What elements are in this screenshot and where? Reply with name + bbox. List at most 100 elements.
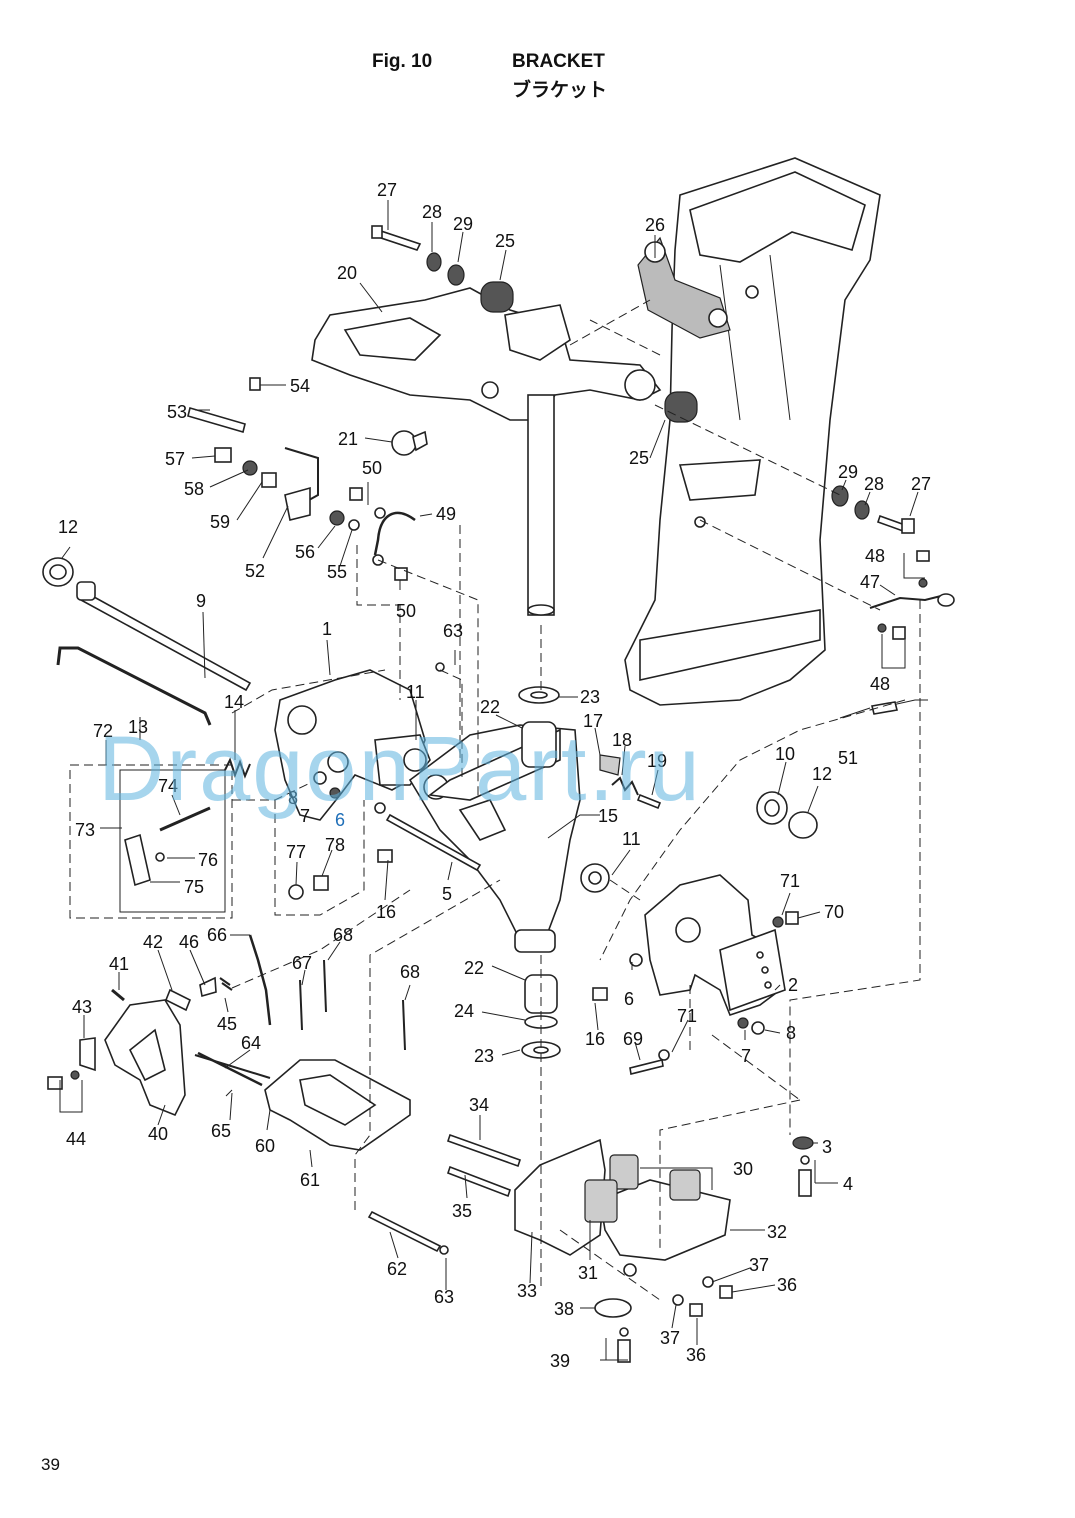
assembly-dashed-lines xyxy=(231,299,921,1301)
callout-30: 30 xyxy=(733,1159,753,1179)
cap-21 xyxy=(391,430,428,456)
callout-36a: 36 xyxy=(777,1275,797,1295)
grease-nipples-16 xyxy=(377,849,608,1001)
callout-65: 65 xyxy=(211,1121,231,1141)
callout-71b: 71 xyxy=(677,1006,697,1026)
callout-5: 5 xyxy=(442,884,452,904)
callout-23a: 23 xyxy=(580,687,600,707)
subassembly-box xyxy=(69,764,329,919)
callout-40: 40 xyxy=(148,1124,168,1144)
callout-44: 44 xyxy=(66,1129,86,1149)
callout-12b: 12 xyxy=(812,764,832,784)
tilt-lock-group xyxy=(47,976,233,1117)
callout-26: 26 xyxy=(645,215,665,235)
callout-70: 70 xyxy=(824,902,844,922)
page-number: 39 xyxy=(41,1455,60,1474)
lower-bushing-set xyxy=(521,974,561,1059)
callout-69: 69 xyxy=(623,1029,643,1049)
circlip-63 xyxy=(435,662,449,1255)
spring-14 xyxy=(224,757,251,779)
callout-20: 20 xyxy=(337,263,357,283)
callout-62: 62 xyxy=(387,1259,407,1279)
callout-23b: 23 xyxy=(474,1046,494,1066)
callout-49: 49 xyxy=(436,504,456,524)
callout-63a: 63 xyxy=(443,621,463,641)
callout-33: 33 xyxy=(517,1281,537,1301)
ground-wire-49-50 xyxy=(349,487,416,581)
tilt-rod xyxy=(56,646,212,726)
callout-78: 78 xyxy=(325,835,345,855)
callout-68a: 68 xyxy=(333,925,353,945)
parts-69-71 xyxy=(629,911,799,1075)
thrust-rod-group xyxy=(446,1133,733,1363)
callout-76: 76 xyxy=(198,850,218,870)
mount-bolt-set-top xyxy=(371,225,465,286)
callout-17: 17 xyxy=(583,711,603,731)
springs-67-68 xyxy=(248,934,406,1051)
steering-bracket xyxy=(311,287,662,616)
callout-48a: 48 xyxy=(865,546,885,566)
callout-74: 74 xyxy=(158,776,178,796)
callout-13: 13 xyxy=(128,717,148,737)
washer-bolt-3-4 xyxy=(792,1136,814,1197)
callout-1: 1 xyxy=(322,619,332,639)
callout-labels: 27 28 29 25 26 20 54 53 21 57 50 58 59 4… xyxy=(58,180,931,1371)
callout-11b: 11 xyxy=(622,829,641,849)
callout-55: 55 xyxy=(327,562,347,582)
callout-22a: 22 xyxy=(480,697,500,717)
callout-8a: 8 xyxy=(288,788,298,808)
callout-47: 47 xyxy=(860,572,880,592)
callout-53: 53 xyxy=(167,402,187,422)
callout-10: 10 xyxy=(775,744,795,764)
callout-51: 51 xyxy=(838,748,858,768)
callout-72: 72 xyxy=(93,721,113,741)
callout-27: 27 xyxy=(377,180,397,200)
mount-bolt-set-side xyxy=(831,485,915,534)
callout-2: 2 xyxy=(788,975,798,995)
callout-18: 18 xyxy=(612,730,632,750)
callout-50a: 50 xyxy=(362,458,382,478)
callout-16a: 16 xyxy=(376,902,396,922)
callout-46: 46 xyxy=(179,932,199,952)
callout-59: 59 xyxy=(210,512,230,532)
callout-37a: 37 xyxy=(749,1255,769,1275)
callout-38: 38 xyxy=(554,1299,574,1319)
callout-28: 28 xyxy=(422,202,442,222)
bolt-5 xyxy=(385,813,482,872)
callout-6b: 6 xyxy=(624,989,634,1009)
callout-27b: 27 xyxy=(911,474,931,494)
callout-19: 19 xyxy=(647,751,667,771)
clamp-bracket-left xyxy=(274,669,431,821)
clamp-bracket-right xyxy=(644,874,786,1016)
callout-75: 75 xyxy=(184,877,204,897)
callout-73: 73 xyxy=(75,820,95,840)
callout-66: 66 xyxy=(207,925,227,945)
callout-41: 41 xyxy=(109,954,129,974)
bushing-11 xyxy=(580,863,610,893)
ground-cable xyxy=(869,699,928,715)
callout-43: 43 xyxy=(72,997,92,1017)
callout-77: 77 xyxy=(286,842,306,862)
callout-45: 45 xyxy=(217,1014,237,1034)
callout-14: 14 xyxy=(224,692,244,712)
callout-24: 24 xyxy=(454,1001,474,1021)
tilt-lever-group xyxy=(187,377,360,531)
callout-60: 60 xyxy=(255,1136,275,1156)
callout-39: 39 xyxy=(550,1351,570,1371)
callout-68b: 68 xyxy=(400,962,420,982)
callout-25: 25 xyxy=(495,231,515,251)
callout-64: 64 xyxy=(241,1033,261,1053)
callout-4: 4 xyxy=(843,1174,853,1194)
rod-62 xyxy=(367,1210,442,1253)
callout-34: 34 xyxy=(469,1095,489,1115)
through-tube xyxy=(76,581,252,692)
callout-8b: 8 xyxy=(786,1023,796,1043)
callout-32: 32 xyxy=(767,1222,787,1242)
parts-17-19 xyxy=(599,754,662,810)
callout-42: 42 xyxy=(143,932,163,952)
callout-36b: 36 xyxy=(686,1345,706,1365)
callout-50b: 50 xyxy=(396,601,416,621)
nut-12-left xyxy=(42,557,74,587)
callout-56: 56 xyxy=(295,542,315,562)
